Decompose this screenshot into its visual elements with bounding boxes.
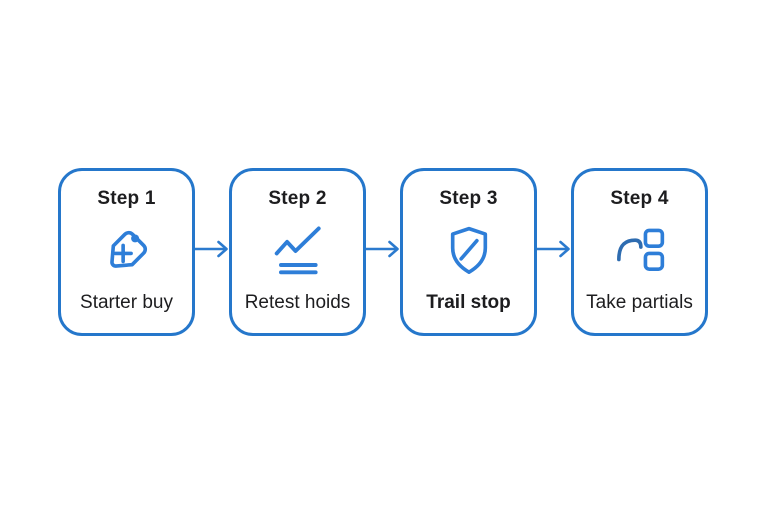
step-4-label: Take partials [586,292,693,313]
shield-slash-icon [440,210,498,292]
step-2-title: Step 2 [268,188,327,209]
step-card-2: Step 2 Retest hoids [229,168,366,336]
step-2-label: Retest hoids [244,292,351,313]
tag-plus-icon [98,210,156,292]
step-4-title: Step 4 [610,188,669,209]
step-1-title: Step 1 [97,188,156,209]
step-card-3: Step 3 Trail stop [400,168,537,336]
step-3-label: Trail stop [426,292,511,313]
flow-blocks-icon [611,210,669,292]
step-flow-diagram: Step 1 Starter buy Step 2 [58,168,708,336]
trend-line-icon [268,210,328,292]
step-3-title: Step 3 [439,188,498,209]
right-arrow-icon [537,238,571,260]
step-1-label: Starter buy [80,292,173,313]
step-card-1: Step 1 Starter buy [58,168,195,336]
right-arrow-icon [366,238,400,260]
step-card-4: Step 4 Take partials [571,168,708,336]
right-arrow-icon [195,238,229,260]
